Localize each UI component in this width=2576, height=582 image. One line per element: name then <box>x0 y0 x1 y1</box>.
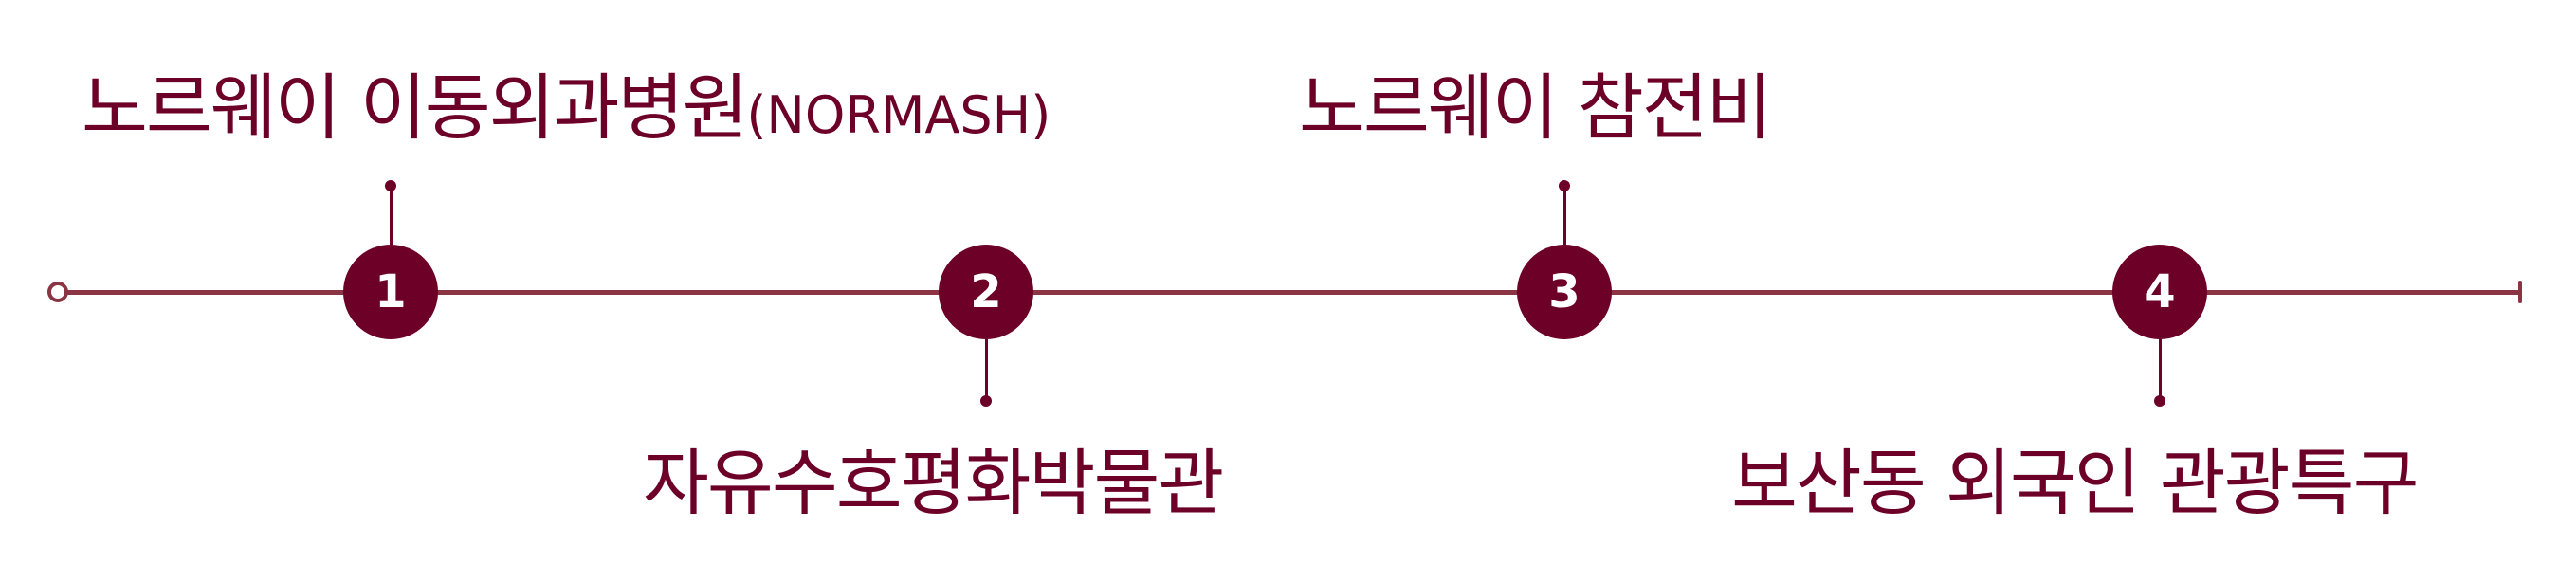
stop-number: 4 <box>2144 265 2176 318</box>
stop-label-text: 노르웨이 참전비 <box>1299 65 1773 150</box>
stem-line <box>390 186 393 245</box>
end-tick-icon <box>2518 281 2522 303</box>
start-circle-icon <box>47 282 68 302</box>
stop-marker-1: 1 <box>343 245 438 339</box>
stem-line <box>2159 339 2162 398</box>
timeline-line <box>63 290 2522 295</box>
stop-number: 3 <box>1548 265 1580 318</box>
stop-marker-4: 4 <box>2112 245 2207 339</box>
stop-label-text: 자유수호평화박물관 <box>643 441 1224 525</box>
stop-label-2: 자유수호평화박물관 <box>643 447 1224 519</box>
stop-label-text: 노르웨이 이동외과병원 <box>82 65 748 150</box>
stop-number: 1 <box>375 265 407 318</box>
stop-label-1: 노르웨이 이동외과병원(NORMASH) <box>82 72 1050 144</box>
stop-number: 2 <box>970 265 1002 318</box>
stop-label-3: 노르웨이 참전비 <box>1299 72 1773 144</box>
stop-label-text: 보산동 외국인 관광특구 <box>1731 441 2420 525</box>
stop-marker-3: 3 <box>1517 245 1612 339</box>
stem-line <box>1563 186 1566 245</box>
stop-label-4: 보산동 외국인 관광특구 <box>1731 447 2420 519</box>
stem-dot-icon <box>980 395 992 407</box>
stop-marker-2: 2 <box>939 245 1033 339</box>
stem-line <box>985 339 988 398</box>
stem-dot-icon <box>2154 395 2165 407</box>
stop-label-suffix: (NORMASH) <box>746 85 1051 145</box>
